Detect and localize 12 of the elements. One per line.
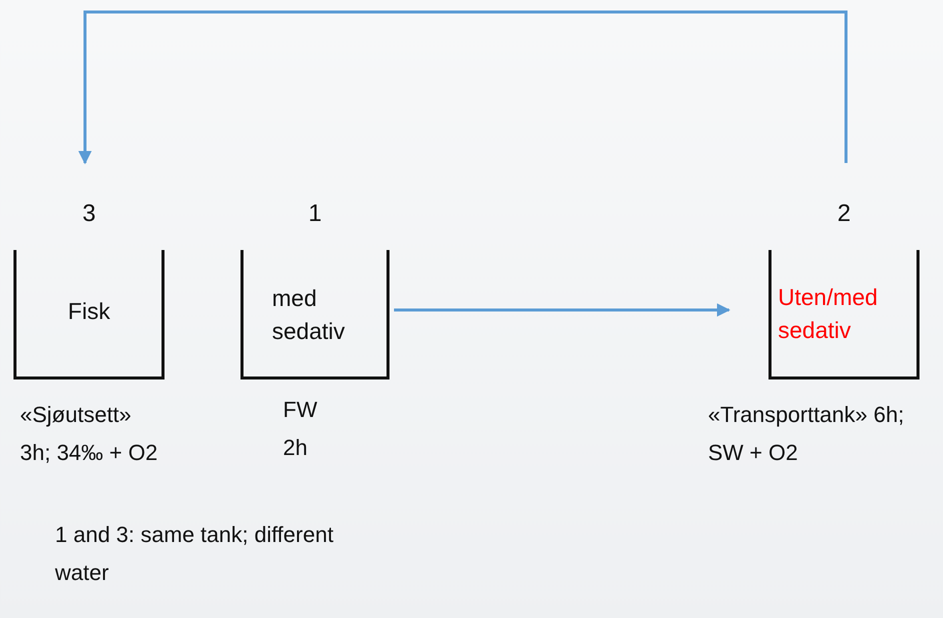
arrow xyxy=(394,303,730,317)
tank-content: med sedativ xyxy=(272,284,346,346)
arrow xyxy=(78,10,848,164)
note-text: 1 and 3: same tank; different water xyxy=(55,521,334,587)
tank-content: Uten/med sedativ xyxy=(778,283,879,345)
tank-caption: FW 2h xyxy=(283,396,318,462)
tank-caption: «Sjøutsett» 3h; 34‰ + O2 xyxy=(20,401,159,467)
tank-number: 3 xyxy=(81,200,97,228)
tank-caption: «Transporttank» 6h; SW + O2 xyxy=(708,401,906,467)
tank-content: Fisk xyxy=(66,297,112,326)
tank-number: 2 xyxy=(836,200,852,228)
tank-number: 1 xyxy=(307,200,323,228)
